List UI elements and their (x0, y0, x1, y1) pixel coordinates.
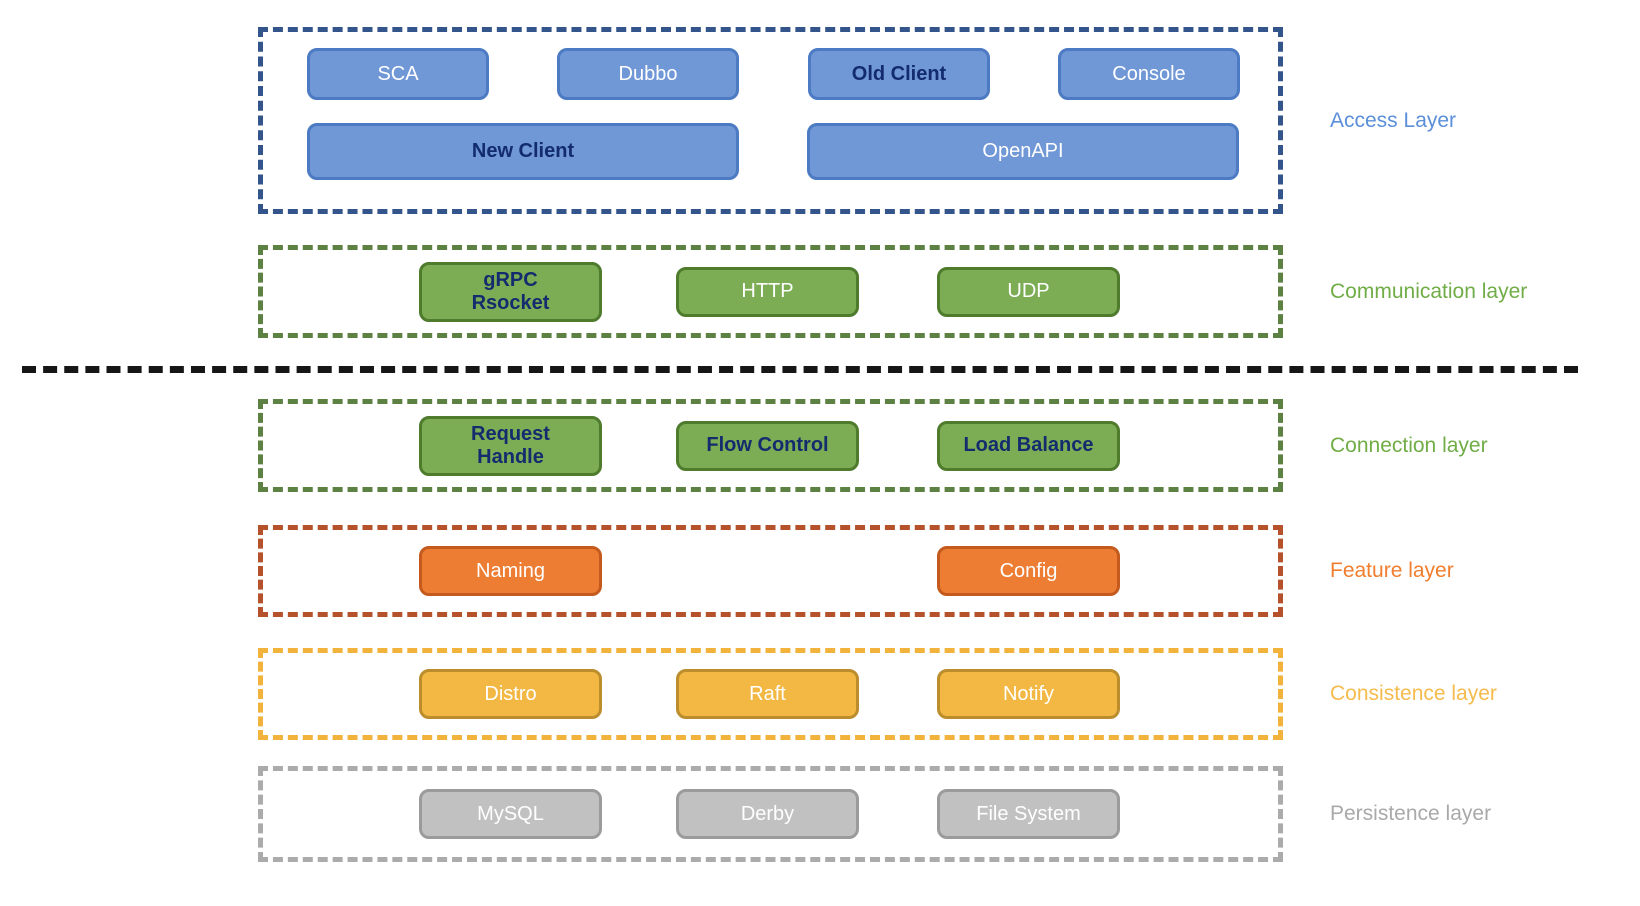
client-server-divider-line (22, 366, 1578, 373)
feature-layer-outline: Naming Config (258, 525, 1283, 617)
access-layer-outline: SCA Dubbo Old Client Console New Client … (258, 27, 1283, 214)
node-request-handle: Request Handle (419, 415, 602, 476)
consistence-layer-outline: Distro Raft Notify (258, 648, 1283, 740)
node-old-client: Old Client (808, 48, 990, 100)
consistence-layer-label: Consistence layer (1330, 682, 1497, 705)
node-load-balance: Load Balance (937, 420, 1120, 471)
node-flow-control: Flow Control (676, 420, 859, 471)
node-console: Console (1058, 48, 1240, 100)
node-file-system: File System (937, 789, 1120, 839)
node-naming: Naming (419, 546, 602, 596)
node-notify: Notify (937, 669, 1120, 719)
node-mysql: MySQL (419, 789, 602, 839)
communication-layer-outline: gRPC Rsocket HTTP UDP (258, 245, 1283, 338)
communication-layer-label: Communication layer (1330, 280, 1528, 303)
node-http: HTTP (676, 266, 859, 317)
node-sca: SCA (307, 48, 489, 100)
connection-layer-outline: Request Handle Flow Control Load Balance (258, 399, 1283, 492)
node-config: Config (937, 546, 1120, 596)
node-openapi: OpenAPI (807, 123, 1239, 180)
node-grpc-rsocket: gRPC Rsocket (419, 261, 602, 322)
persistence-layer-label: Persistence layer (1330, 802, 1492, 825)
node-raft: Raft (676, 669, 859, 719)
connection-layer-label: Connection layer (1330, 434, 1488, 457)
node-udp: UDP (937, 266, 1120, 317)
access-layer-label: Access Layer (1330, 109, 1457, 132)
node-dubbo: Dubbo (557, 48, 739, 100)
node-derby: Derby (676, 789, 859, 839)
feature-layer-label: Feature layer (1330, 559, 1454, 582)
persistence-layer-outline: MySQL Derby File System (258, 766, 1283, 862)
node-distro: Distro (419, 669, 602, 719)
node-new-client: New Client (307, 123, 739, 180)
